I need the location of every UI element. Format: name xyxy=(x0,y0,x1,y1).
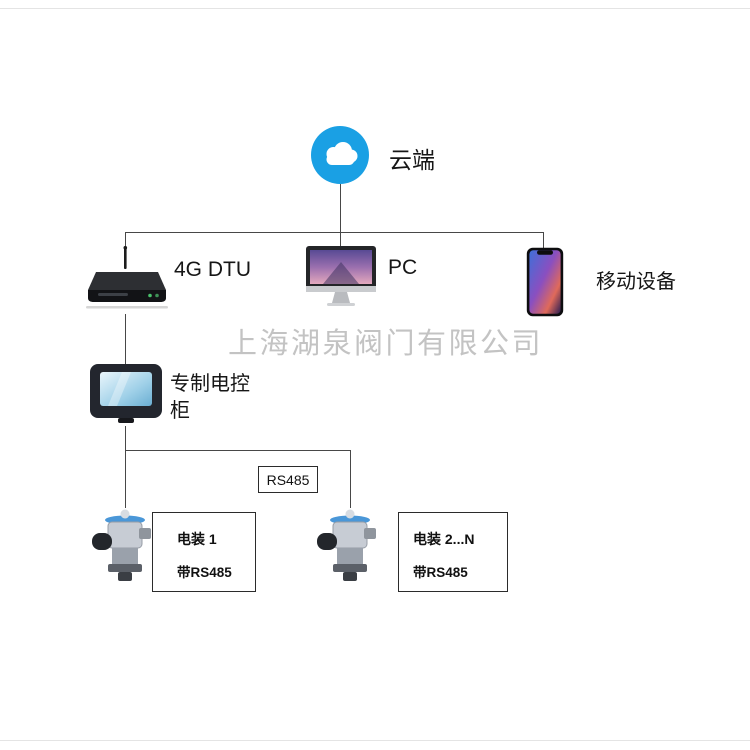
connector-mobile-drop xyxy=(543,232,544,249)
actuator-2-icon xyxy=(317,506,383,586)
connector-cloud-down xyxy=(340,184,341,232)
mobile-label: 移动设备 xyxy=(596,271,676,293)
control-cabinet-icon xyxy=(88,362,164,426)
cloud-icon xyxy=(311,126,369,184)
connector-pc-drop xyxy=(340,232,341,248)
rs485-bus-label: RS485 xyxy=(258,466,318,493)
actuator-2-subtitle: 带RS485 xyxy=(413,565,468,580)
connector-top-bus xyxy=(125,232,544,233)
connector-rs485-bus xyxy=(125,450,351,451)
connector-dtu-drop xyxy=(125,232,126,252)
connector-cabinet-down xyxy=(125,426,126,451)
actuator-1-icon xyxy=(92,506,158,586)
smartphone-icon xyxy=(526,247,564,317)
connector-actuator2-drop xyxy=(350,450,351,508)
actuator-1-title: 电装 1 xyxy=(177,531,217,547)
cabinet-label: 专制电控柜 xyxy=(170,373,250,422)
pc-label: PC xyxy=(388,256,418,279)
actuator-1-box: 电装 1 带RS485 xyxy=(152,512,256,592)
connector-dtu-cabinet xyxy=(125,314,126,364)
4g-dtu-router-icon xyxy=(84,246,170,314)
connector-actuator1-drop xyxy=(125,450,126,508)
frame-line-bottom xyxy=(0,740,750,741)
cloud-label: 云端 xyxy=(389,147,435,173)
actuator-2-box: 电装 2...N 带RS485 xyxy=(398,512,508,592)
pc-desktop-icon xyxy=(303,245,379,311)
frame-line-top xyxy=(0,8,750,9)
watermark-text: 上海湖泉阀门有限公司 xyxy=(228,328,544,360)
actuator-1-subtitle: 带RS485 xyxy=(177,565,232,580)
actuator-2-title: 电装 2...N xyxy=(413,531,475,547)
dtu-label: 4G DTU xyxy=(174,258,252,281)
